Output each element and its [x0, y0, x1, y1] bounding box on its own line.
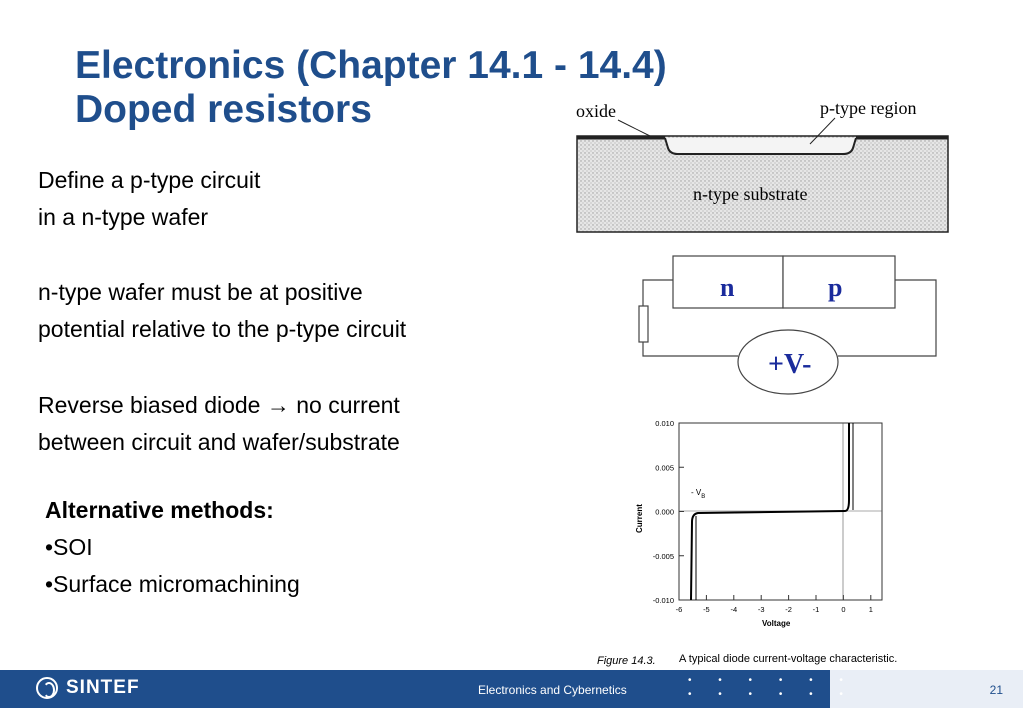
- title-line-2: Doped resistors: [75, 88, 372, 131]
- logo-icon: [36, 677, 58, 699]
- diode-circuit-diagram: n p +V-: [638, 255, 937, 395]
- y-tick-label: -0.010: [653, 596, 674, 605]
- page-number: 21: [989, 683, 1003, 697]
- p-label: p: [828, 273, 842, 302]
- y-tick-labels: 0.010 0.005 0.000 -0.005 -0.010: [653, 419, 684, 605]
- text-line: Define a p-type circuit: [38, 167, 261, 193]
- figure-number: Figure 14.3.: [597, 655, 656, 667]
- y-tick-label: -0.005: [653, 552, 674, 561]
- footer-dots: • • • • • • • • • • • •: [688, 674, 855, 702]
- text-line: in a n-type wafer: [38, 204, 209, 230]
- n-region: [672, 255, 784, 309]
- title-line-1: Electronics (Chapter 14.1 - 14.4): [75, 44, 667, 87]
- sintef-logo: SINTEF: [36, 677, 140, 699]
- x-tick-label: -1: [813, 605, 820, 614]
- x-tick-label: -5: [703, 605, 710, 614]
- alternative-methods: Alternative methods: •SOI •Surface micro…: [45, 492, 300, 603]
- vb-label: - VB: [691, 488, 705, 500]
- x-tick-labels: -6 -5 -4 -3 -2 -1 0 1: [676, 595, 873, 614]
- wire-left: [642, 279, 673, 306]
- iv-curve: [690, 423, 850, 601]
- dots-row: • • • • • •: [688, 675, 855, 686]
- text-line: between circuit and wafer/substrate: [38, 429, 400, 455]
- dots-row: • • • • • •: [688, 689, 855, 700]
- footer-bar: SINTEF Electronics and Cybernetics • • •…: [0, 670, 1023, 708]
- footer-main: [0, 670, 830, 708]
- voltage-source: [737, 329, 839, 395]
- p-region-label: p-type region: [820, 98, 916, 118]
- y-tick-label: 0.005: [655, 463, 674, 472]
- voltage-source-label: +V-: [768, 349, 811, 380]
- y-axis-label: Current: [635, 504, 644, 533]
- oxide-label: oxide: [576, 101, 616, 121]
- paragraph-3: Reverse biased diode → no current betwee…: [38, 387, 400, 461]
- iv-characteristic-plot: 0.010 0.005 0.000 -0.005 -0.010 -6 -5 -4 -3 -2 -1…: [597, 419, 897, 667]
- text-line: potential relative to the p-type circuit: [38, 316, 407, 342]
- p-region-shape: [664, 137, 857, 155]
- p-region: [782, 255, 896, 309]
- x-tick-label: -3: [758, 605, 765, 614]
- figure-caption: A typical diode current-voltage characte…: [679, 653, 897, 665]
- x-tick-label: 0: [841, 605, 845, 614]
- text-line: Reverse biased diode → no current: [38, 392, 400, 418]
- alt-heading: Alternative methods:: [45, 497, 274, 523]
- resistor: [638, 305, 649, 343]
- cross-section-diagram: oxide p-type region n-type substrate: [576, 98, 949, 233]
- oxide-pointer: [617, 119, 651, 137]
- x-tick-label: 1: [869, 605, 873, 614]
- paragraph-1: Define a p-type circuit in a n-type wafe…: [38, 162, 260, 236]
- x-tick-label: -4: [730, 605, 737, 614]
- paragraph-2: n-type wafer must be at positive potenti…: [38, 274, 406, 348]
- x-axis-label: Voltage: [762, 619, 791, 628]
- slide-title: Electronics (Chapter 14.1 - 14.4) Doped …: [75, 44, 667, 132]
- x-tick-label: -2: [785, 605, 792, 614]
- wire-right: [838, 279, 937, 357]
- y-tick-label: 0.010: [655, 419, 674, 428]
- wire-left-bottom: [642, 342, 738, 357]
- y-tick-label: 0.000: [655, 508, 674, 517]
- alt-item-surface: •Surface micromachining: [45, 571, 300, 597]
- footer-department: Electronics and Cybernetics: [478, 683, 627, 697]
- p-region-pointer: [809, 117, 836, 145]
- footer-right-panel: [830, 670, 1023, 708]
- logo-text: SINTEF: [66, 677, 140, 698]
- substrate-label: n-type substrate: [693, 184, 807, 204]
- n-label: n: [720, 273, 735, 302]
- x-tick-label: -6: [676, 605, 683, 614]
- text-line: n-type wafer must be at positive: [38, 279, 363, 305]
- alt-item-soi: •SOI: [45, 534, 93, 560]
